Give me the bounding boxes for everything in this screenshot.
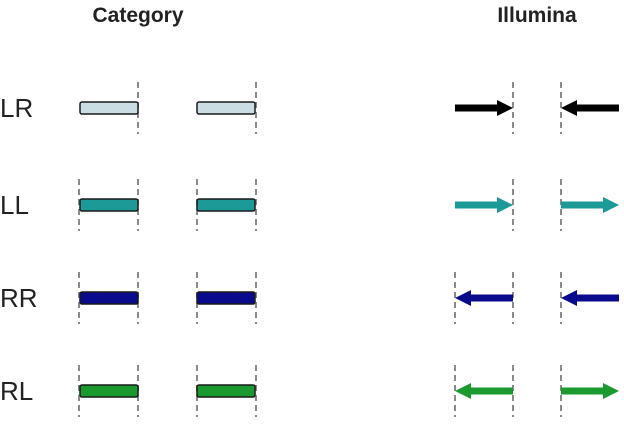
arrow-shape (561, 100, 619, 116)
arrow-left-icon (561, 290, 619, 306)
read-bar (79, 384, 139, 398)
read-bar (196, 101, 256, 115)
read-bar (196, 291, 256, 305)
arrow-right-icon (455, 100, 513, 116)
read-bar (196, 384, 256, 398)
arrow-right-icon (455, 197, 513, 213)
row-label: RL (0, 376, 33, 406)
row-label: LR (0, 93, 33, 123)
arrow-shape (455, 290, 513, 306)
row-label: LL (0, 190, 29, 220)
read-bar (79, 101, 139, 115)
arrow-left-icon (455, 290, 513, 306)
illumina-header: Illumina (497, 4, 577, 27)
read-bar (79, 291, 139, 305)
row-lr: LR (0, 82, 619, 134)
arrow-shape (561, 383, 619, 399)
arrow-shape (455, 197, 513, 213)
read-bar (79, 198, 139, 212)
arrow-shape (455, 100, 513, 116)
row-rl: RL (0, 365, 619, 417)
row-label: RR (0, 283, 38, 313)
read-bar (196, 198, 256, 212)
arrow-left-icon (561, 100, 619, 116)
rows-layer: LR LL RR RL (0, 82, 619, 417)
arrow-right-icon (561, 197, 619, 213)
category-header: Category (92, 4, 183, 27)
row-rr: RR (0, 272, 619, 324)
row-ll: LL (0, 179, 619, 231)
arrow-shape (561, 290, 619, 306)
arrow-shape (561, 197, 619, 213)
arrow-right-icon (561, 383, 619, 399)
arrow-shape (455, 383, 513, 399)
arrow-left-icon (455, 383, 513, 399)
